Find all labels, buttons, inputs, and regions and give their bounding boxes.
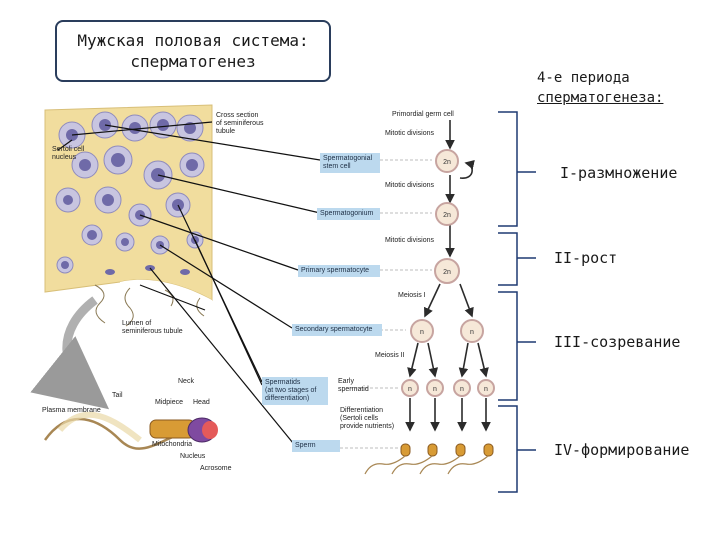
stem-cell xyxy=(435,149,459,173)
secondary-spermatocyte-cell xyxy=(410,319,434,343)
periods-line2: сперматогенеза: xyxy=(537,90,664,106)
ploidy-label: 2n xyxy=(443,212,451,219)
label-neck: Neck xyxy=(178,378,194,385)
stage-4-label: IV-формирование xyxy=(554,441,690,459)
zoom-arrow xyxy=(30,296,110,410)
title-box: Мужская половая система: сперматогенез xyxy=(55,20,331,82)
label-midpiece: Midpiece xyxy=(155,399,184,406)
label-head: Head xyxy=(193,399,210,406)
label-tail: Tail xyxy=(112,392,123,399)
ploidy-label: n xyxy=(484,386,488,393)
lineage-arrows xyxy=(405,120,491,432)
stage-1-label: I-размножение xyxy=(560,164,678,182)
tubule-lumen xyxy=(120,279,212,312)
ploidy-label: 2n xyxy=(443,269,451,276)
label-primary-spermatocyte: Primary spermatocyte xyxy=(298,265,380,277)
label-nucleus: Nucleus xyxy=(180,453,206,460)
stage-brackets xyxy=(498,111,536,493)
title-line1: Мужская половая система: xyxy=(77,31,309,50)
secondary-spermatocyte-cell xyxy=(460,319,484,343)
label-secondary-spermatocyte: Secondary spermatocyte xyxy=(292,324,382,336)
label-mitotic-divisions: Mitotic divisions xyxy=(385,130,435,137)
periods-line1: 4-е периода xyxy=(537,70,630,86)
lineage-sperm xyxy=(364,443,494,475)
label-mitotic-divisions: Mitotic divisions xyxy=(385,237,435,244)
dashed-guides xyxy=(340,159,432,449)
label-sperm: Sperm xyxy=(292,440,340,452)
ploidy-label: n xyxy=(408,386,412,393)
title-line2: сперматогенез xyxy=(130,52,256,71)
pointer-lines xyxy=(57,121,321,444)
sperm-anatomy xyxy=(43,411,218,450)
ploidy-label: 2n xyxy=(443,159,451,166)
label-mitotic-divisions: Mitotic divisions xyxy=(385,182,435,189)
early-spermatid-cell xyxy=(401,379,419,397)
ploidy-label: n xyxy=(460,386,464,393)
label-acrosome: Acrosome xyxy=(200,465,232,472)
ploidy-label: n xyxy=(420,329,424,336)
stage-3-label: III-созревание xyxy=(554,333,681,351)
label-meiosis-2: Meiosis II xyxy=(375,352,405,359)
label-mitochondria: Mitochondria xyxy=(152,441,193,448)
lineage-cells xyxy=(401,149,495,397)
label-plasma-membrane: Plasma membrane xyxy=(42,407,101,414)
label-spermatogonium: Spermatogonium xyxy=(317,208,380,220)
periods-heading: 4-е периода сперматогенеза: xyxy=(537,68,663,108)
stage-2-label: II-рост xyxy=(554,249,618,267)
ploidy-label: n xyxy=(470,329,474,336)
spermatogonium-cell xyxy=(435,202,459,226)
primary-spermatocyte-cell xyxy=(434,258,460,284)
label-meiosis-1: Meiosis I xyxy=(398,292,426,299)
early-spermatid-cell xyxy=(453,379,471,397)
early-spermatid-cell xyxy=(426,379,444,397)
ploidy-label: n xyxy=(433,386,437,393)
early-spermatid-cell xyxy=(477,379,495,397)
label-primordial-germ-cell: Primordial germ cell xyxy=(392,111,454,118)
